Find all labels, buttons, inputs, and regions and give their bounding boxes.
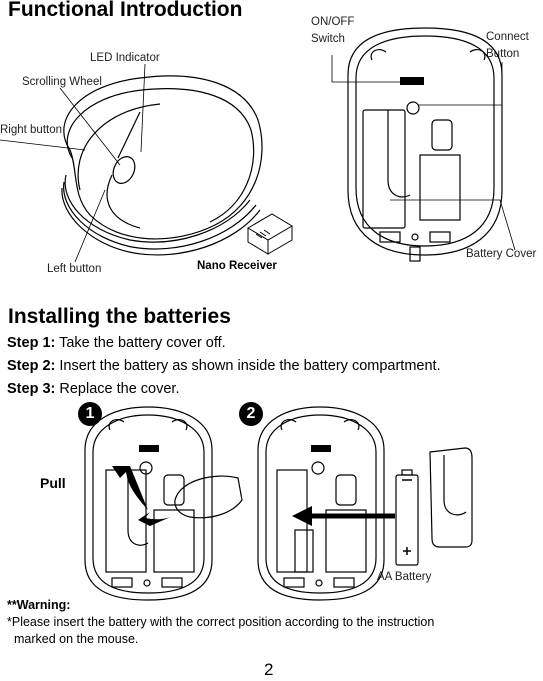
label-pull: Pull (40, 475, 66, 491)
label-left-button: Left button (47, 263, 102, 275)
label-nano-receiver: Nano Receiver (197, 260, 277, 272)
label-aa-battery: AA Battery (377, 571, 432, 583)
label-battery-cover: Battery Cover (466, 248, 537, 260)
section-title-functional: Functional Introduction (8, 0, 243, 21)
label-switch: Switch (311, 33, 345, 45)
step-1-label: Step 1: (7, 335, 56, 351)
warning-line-1: *Please insert the battery with the corr… (7, 615, 435, 629)
step-2: Step 2: Insert the battery as shown insi… (7, 358, 441, 374)
warning-line-2: marked on the mouse. (14, 632, 139, 646)
section-title-installing: Installing the batteries (8, 305, 231, 328)
label-connect: Connect (486, 31, 529, 43)
warning-title: **Warning: (7, 598, 71, 612)
step-3: Step 3: Replace the cover. (7, 381, 179, 397)
step-2-text: Insert the battery as shown inside the b… (55, 358, 441, 374)
mouse-top-illustration (0, 27, 516, 263)
label-onoff: ON/OFF (311, 16, 355, 28)
step-2-label: Step 2: (7, 358, 56, 374)
page-number: 2 (264, 660, 274, 679)
label-scrolling-wheel: Scrolling Wheel (22, 76, 102, 88)
step-3-text: Replace the cover. (55, 381, 180, 397)
step-badge-2: 2 (239, 402, 263, 426)
step-3-label: Step 3: (7, 381, 56, 397)
step-1-text: Take the battery cover off. (55, 335, 226, 351)
step-1: Step 1: Take the battery cover off. (7, 335, 226, 351)
label-led-indicator: LED Indicator (90, 52, 160, 64)
label-right-button: Right button (0, 124, 63, 136)
